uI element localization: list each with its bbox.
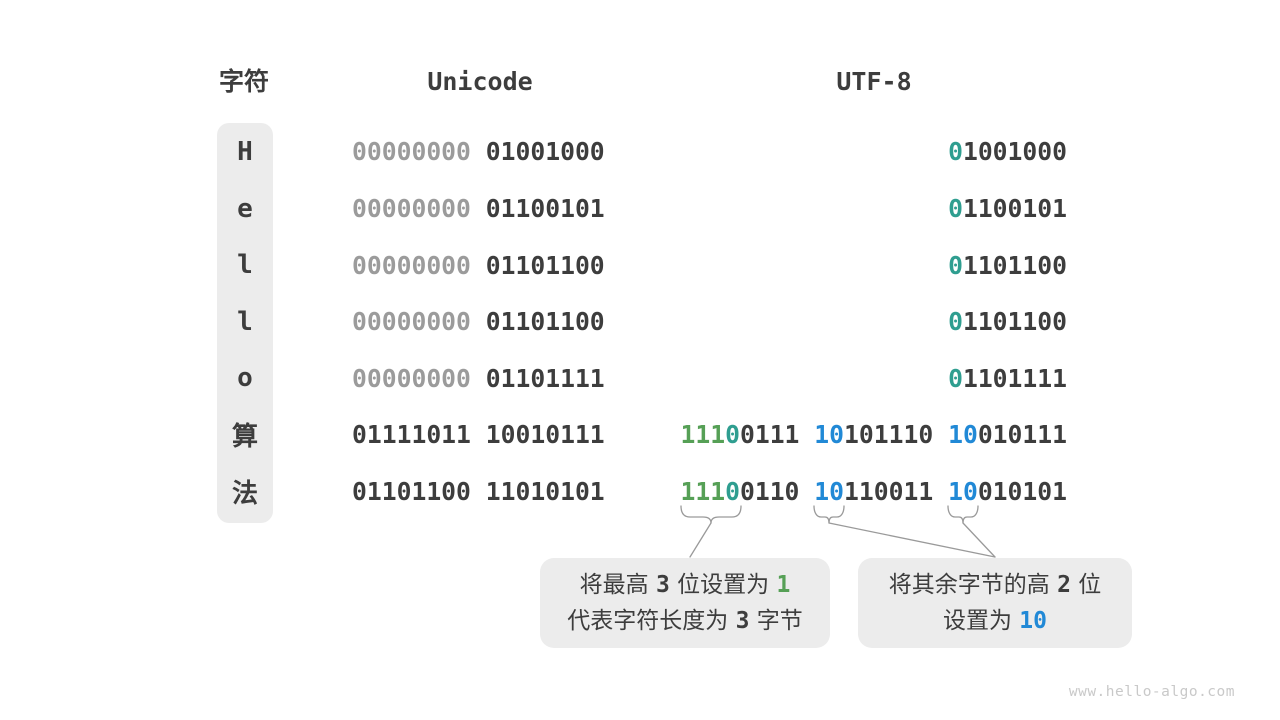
bit-segment-dark: 01100101 <box>470 194 605 223</box>
bit-segment-dark: 0110 <box>739 477 815 506</box>
bit-segment-teal: 0 <box>948 194 963 223</box>
bit-segment-text: 位 <box>1070 572 1102 598</box>
bit-segment-blue: 10 <box>814 477 845 506</box>
callout-text-line: 代表字符长度为 3 字节 <box>567 603 802 639</box>
bit-segment-dark: 101110 <box>844 420 949 450</box>
bit-segment-dark: 01101100 <box>470 250 605 280</box>
bit-segment-teal: 0 <box>725 420 740 450</box>
unicode-bits: 00000000 01101111 <box>352 350 605 407</box>
callout-continuation-prefix: 将其余字节的高 2 位设置为 10 <box>858 558 1132 648</box>
bit-segment-blue: 10 <box>948 477 978 506</box>
bit-segment-dark: 01101111 <box>470 363 605 393</box>
bit-segment-num: 3 <box>735 608 750 634</box>
bit-segment-text: 位设置为 <box>669 572 777 598</box>
bit-segment-num: 3 <box>655 572 670 598</box>
bit-segment-teal: 0 <box>725 477 740 506</box>
bit-segment-gray: 00000000 <box>352 250 471 280</box>
unicode-bits: 00000000 01100101 <box>352 180 605 237</box>
character-cell: H <box>237 136 253 167</box>
bit-segment-green: 111 <box>680 477 726 506</box>
bit-segment-gray: 00000000 <box>352 363 471 393</box>
column-header-character: 字符 <box>218 67 270 96</box>
connector-line-byte2 <box>828 522 996 558</box>
character-cell: o <box>237 363 253 394</box>
unicode-bits: 00000000 01101100 <box>352 293 605 350</box>
bit-segment-dark: 1100101 <box>962 194 1067 223</box>
bit-segment-dark: 1001000 <box>962 137 1067 167</box>
bit-segment-teal: 0 <box>948 363 963 393</box>
bit-segment-dark: 110011 <box>844 477 949 506</box>
bit-segment-dark: 01101100 <box>470 307 605 337</box>
bit-segment-dark: 1101111 <box>962 363 1067 393</box>
bit-segment-green-num: 1 <box>776 572 791 598</box>
callout-text-line: 将最高 3 位设置为 1 <box>580 567 791 603</box>
bit-segment-dark: 01001000 <box>470 137 605 167</box>
callout-text-line: 设置为 10 <box>943 603 1047 639</box>
bit-segment-dark: 01101100 11010101 <box>352 477 605 506</box>
bit-segment-text: 代表字符长度为 <box>567 608 736 634</box>
connector-line-prefix <box>689 522 712 558</box>
bit-segment-dark: 01111011 10010111 <box>352 420 605 450</box>
bit-segment-blue: 10 <box>948 420 978 450</box>
character-cell: l <box>237 306 253 337</box>
character-cell: 算 <box>231 422 258 453</box>
connector-line-byte3 <box>962 522 996 558</box>
character-column-pill <box>217 123 273 523</box>
bit-segment-text: 将其余字节的高 <box>888 572 1058 598</box>
bit-segment-num: 2 <box>1057 572 1071 598</box>
bit-segment-text: 设置为 <box>942 608 1020 634</box>
unicode-bits: 00000000 01101100 <box>352 237 605 294</box>
bit-segment-gray: 00000000 <box>352 137 471 167</box>
column-header-unicode: Unicode <box>427 67 533 96</box>
bit-segment-teal: 0 <box>948 250 963 280</box>
watermark: www.hello-algo.com <box>1068 684 1235 700</box>
bit-segment-dark: 1101100 <box>962 250 1067 280</box>
bit-segment-dark: 010101 <box>977 477 1067 506</box>
character-cell: 法 <box>231 479 258 509</box>
bit-segment-green: 111 <box>680 420 726 450</box>
bit-segment-gray: 00000000 <box>352 307 471 337</box>
character-cell: e <box>237 193 253 224</box>
callout-text-line: 将其余字节的高 2 位 <box>889 567 1101 603</box>
bit-segment-text: 将最高 <box>579 572 656 598</box>
bit-segment-blue-num: 10 <box>1019 608 1047 634</box>
bit-segment-teal: 0 <box>948 307 963 337</box>
bit-segment-teal: 0 <box>948 137 963 167</box>
unicode-bits: 00000000 01001000 <box>352 123 605 180</box>
bit-segment-text: 字节 <box>749 608 803 634</box>
column-header-utf8: UTF-8 <box>836 67 912 96</box>
bit-segment-dark: 1101100 <box>962 307 1067 337</box>
bit-segment-dark: 010111 <box>977 420 1067 450</box>
bit-segment-dark: 0111 <box>739 420 815 450</box>
character-cell: l <box>237 250 253 281</box>
unicode-bits: 01101100 11010101 <box>352 463 605 520</box>
unicode-bits: 01111011 10010111 <box>352 406 605 463</box>
bit-segment-blue: 10 <box>814 420 845 450</box>
bit-segment-gray: 00000000 <box>352 194 471 223</box>
